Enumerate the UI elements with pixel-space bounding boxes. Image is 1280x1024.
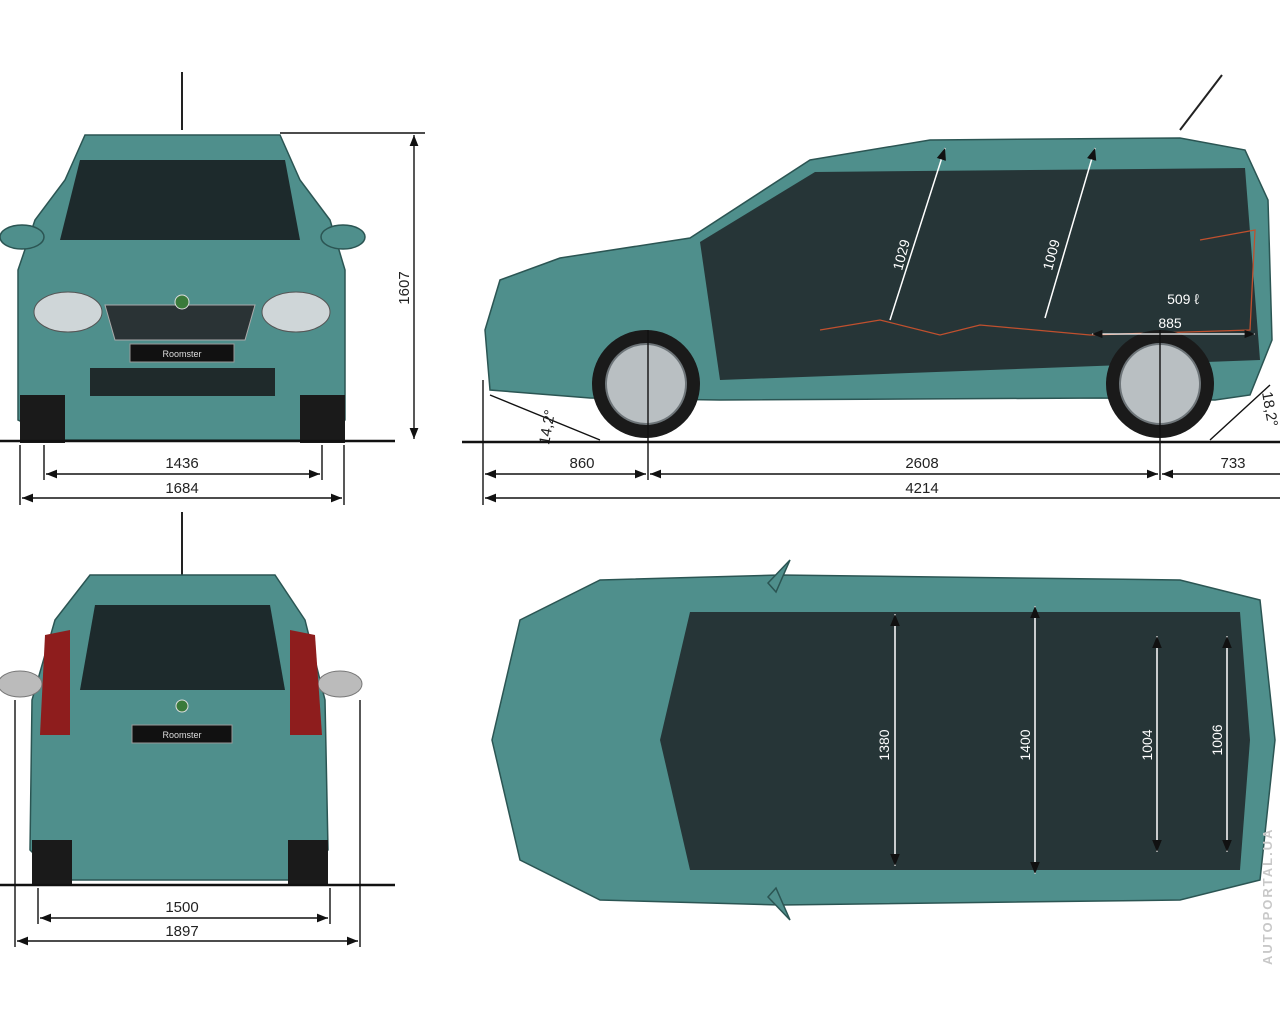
approach-angle-label: 14,2° bbox=[536, 408, 559, 446]
logo-icon bbox=[174, 294, 190, 310]
logo-icon bbox=[175, 699, 189, 713]
rear-headroom-label: 1009 bbox=[1039, 237, 1063, 271]
mirror-left bbox=[0, 670, 43, 698]
boot-volume-label: 509 ℓ bbox=[1167, 291, 1199, 307]
boot-length-label: 885 bbox=[1158, 315, 1182, 331]
lower-intake bbox=[90, 368, 275, 396]
width-label: 1684 bbox=[165, 480, 198, 497]
height-label: 1607 bbox=[396, 271, 413, 304]
roof-cutaway bbox=[660, 612, 1250, 870]
headlight-right bbox=[261, 291, 331, 333]
top-view: 1380 1400 1004 1006 bbox=[491, 559, 1276, 921]
license-plate bbox=[129, 343, 235, 363]
width-mirrors-label: 1897 bbox=[165, 923, 198, 940]
model-badge: Roomster bbox=[162, 349, 201, 359]
front-shoulder-label: 1380 bbox=[876, 729, 892, 760]
antenna bbox=[1179, 74, 1223, 131]
front-overhang-label: 860 bbox=[569, 455, 594, 472]
rear-overhang-label: 733 bbox=[1220, 455, 1245, 472]
rear-view: Roomster 1500 1897 bbox=[0, 512, 395, 947]
front-view: Roomster 1436 1684 1607 bbox=[0, 72, 425, 505]
grille bbox=[104, 304, 256, 341]
tire-left bbox=[32, 840, 72, 885]
mirror-right bbox=[317, 670, 363, 698]
mirror-right bbox=[766, 886, 791, 921]
mirror-right bbox=[320, 224, 366, 250]
headlight-left bbox=[33, 291, 103, 333]
windshield bbox=[60, 160, 300, 240]
mirror-left bbox=[0, 224, 45, 250]
track-front-label: 1436 bbox=[165, 455, 198, 472]
license-plate bbox=[131, 724, 233, 744]
interior-outline bbox=[819, 229, 1256, 336]
wheelbase-label: 2608 bbox=[905, 455, 938, 472]
rear-shoulder-label: 1400 bbox=[1017, 729, 1033, 760]
rear-window bbox=[80, 605, 285, 690]
taillight-right bbox=[290, 630, 322, 735]
watermark: AUTOPORTAL.UA bbox=[1260, 828, 1275, 965]
tire-left bbox=[20, 395, 65, 443]
track-rear-label: 1500 bbox=[165, 899, 198, 916]
boot-width-2-label: 1006 bbox=[1209, 724, 1225, 755]
side-view: 1029 1009 509 ℓ 885 14,2° 18,2° 860 2608… bbox=[462, 74, 1280, 505]
front-headroom-label: 1029 bbox=[889, 237, 913, 271]
taillight-left bbox=[40, 630, 70, 735]
length-label: 4214 bbox=[905, 480, 938, 497]
mirror-left bbox=[766, 559, 791, 594]
tire-right bbox=[288, 840, 328, 885]
departure-angle-label: 18,2° bbox=[1258, 390, 1280, 428]
boot-width-label: 1004 bbox=[1139, 729, 1155, 760]
tire-right bbox=[300, 395, 345, 443]
model-badge: Roomster bbox=[162, 730, 201, 740]
